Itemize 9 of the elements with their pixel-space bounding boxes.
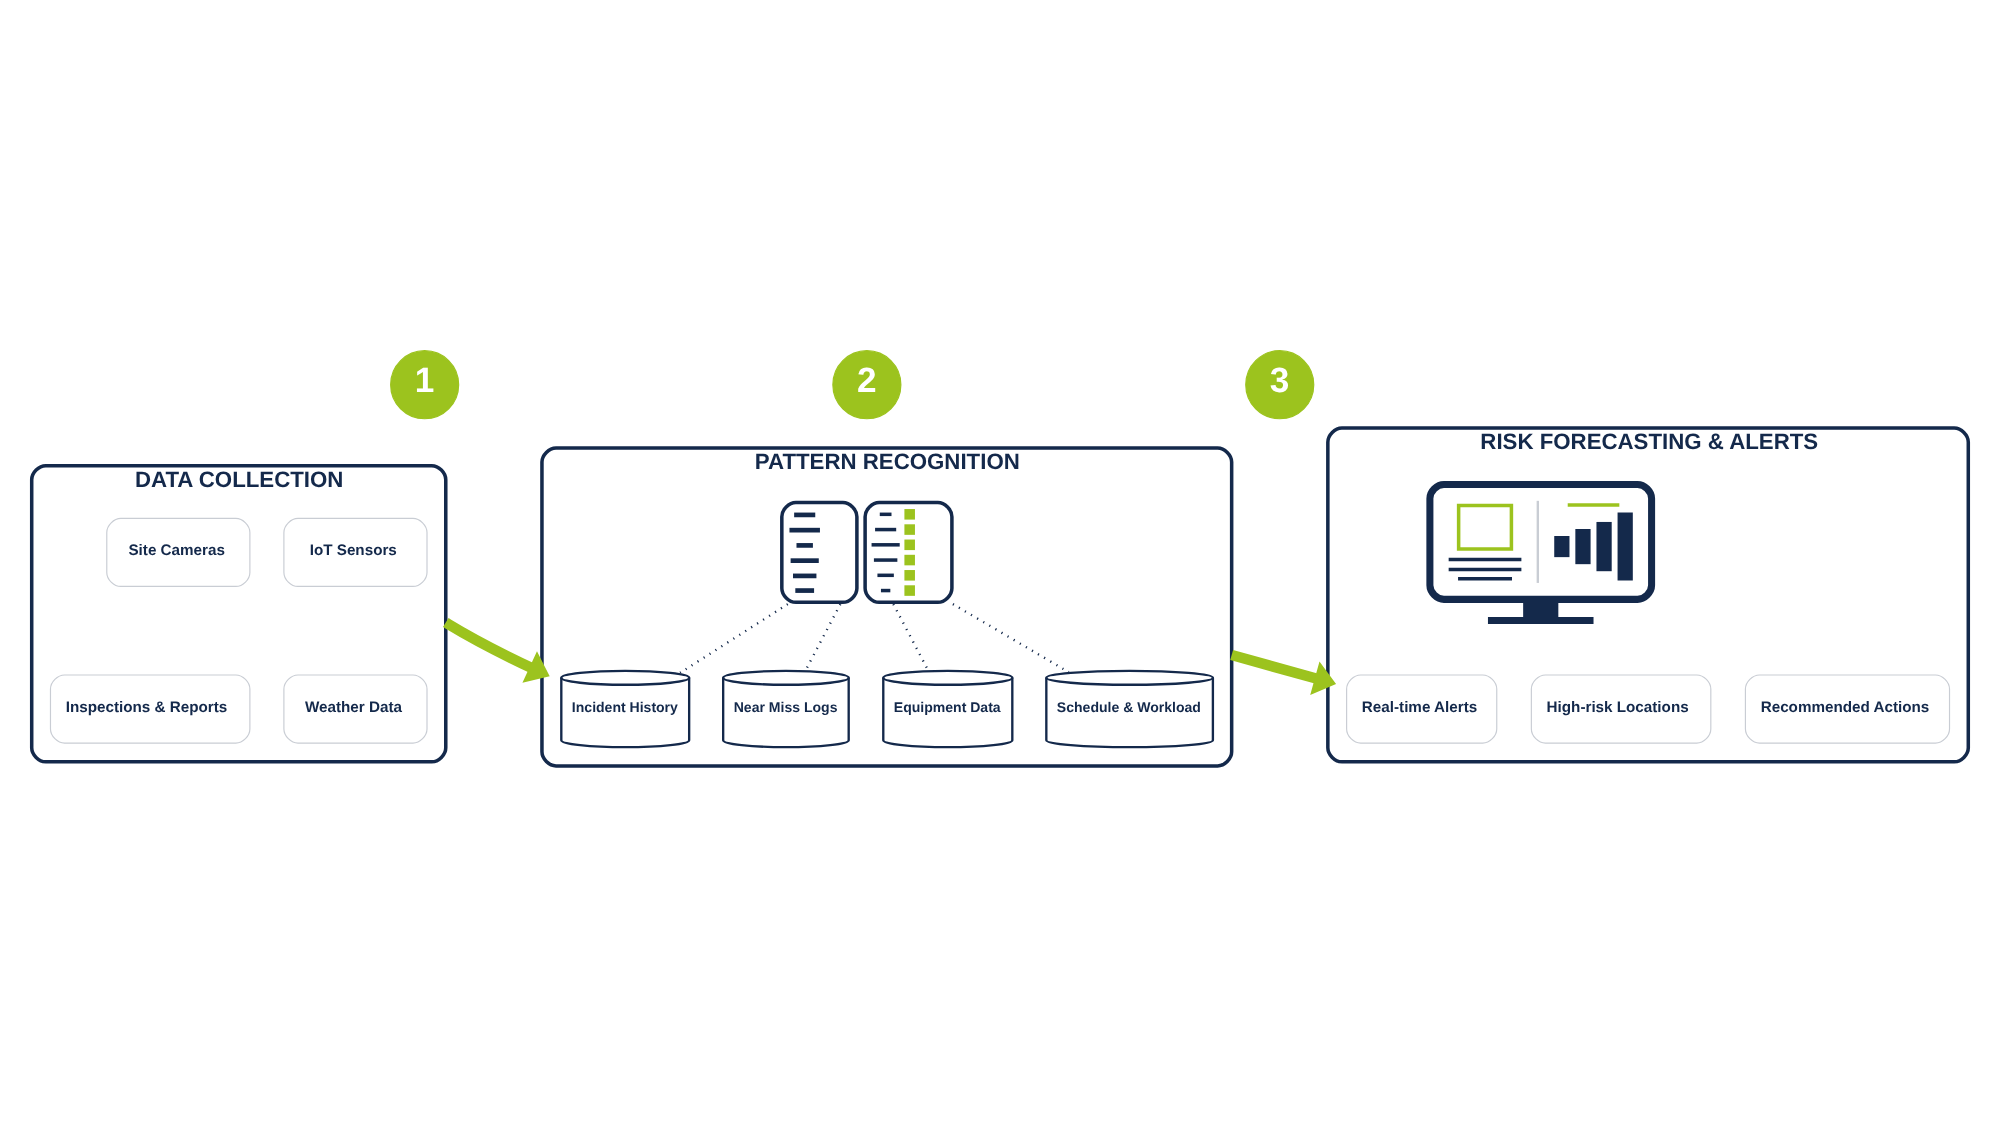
arrow — [442, 618, 550, 683]
connector — [892, 603, 930, 671]
connector — [679, 603, 789, 674]
arrow — [1230, 649, 1337, 695]
node-circle: 1 — [390, 350, 460, 420]
node-circle: 2 — [832, 350, 902, 420]
node-circle: 3 — [1245, 350, 1315, 420]
connector — [952, 603, 1070, 674]
connector — [804, 603, 842, 671]
